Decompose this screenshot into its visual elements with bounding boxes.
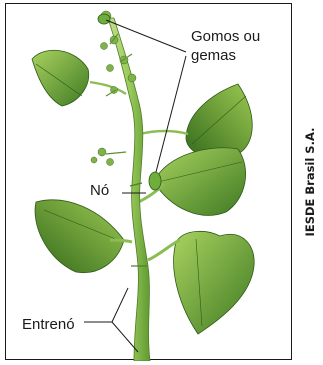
leaf-top-left xyxy=(32,50,89,106)
leaf-top-right xyxy=(186,84,252,158)
credit-container: IESDE Brasil S.A. xyxy=(300,3,320,360)
label-no: Nó xyxy=(90,182,109,200)
bud-node xyxy=(149,172,161,190)
bud-top xyxy=(98,14,110,24)
label-gomos: Gomos ou xyxy=(191,28,260,46)
plant-illustration xyxy=(6,4,293,361)
figure-frame: Gomos ou gemas Nó Entrenó xyxy=(5,3,292,360)
leaf-middle-right xyxy=(154,148,246,216)
label-gemas: gemas xyxy=(191,47,236,65)
credit-text: IESDE Brasil S.A. xyxy=(303,127,317,236)
leaf-lower-right xyxy=(174,231,255,334)
plant-stem xyxy=(108,18,150,361)
label-entreno: Entrenó xyxy=(22,316,75,334)
leaf-middle-left xyxy=(35,200,124,273)
